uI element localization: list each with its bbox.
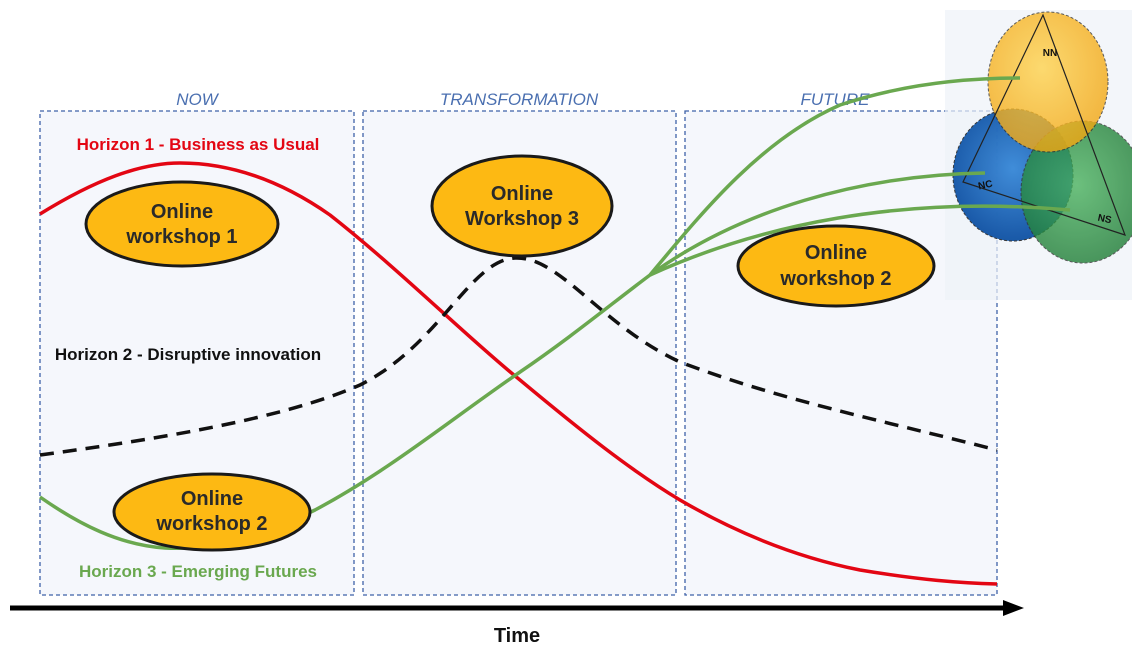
horizon-3-branch-nc <box>648 171 986 277</box>
workshop-2-future-line2: workshop 2 <box>779 268 891 290</box>
phase-title-now: NOW <box>176 90 220 109</box>
workshop-2-now-ellipse <box>112 472 312 552</box>
venn-label-nn: NN <box>1043 48 1057 59</box>
horizon-3-label: Horizon 3 - Emerging Futures <box>79 562 317 581</box>
workshop-3-line2: Workshop 3 <box>465 208 579 230</box>
horizon-2-curve <box>39 256 998 457</box>
horizon-3-branch-ns <box>649 204 1071 277</box>
workshop-3-ellipse <box>430 154 614 258</box>
venn-circle-ns <box>1020 120 1132 264</box>
phase-title-future: FUTURE <box>801 90 871 109</box>
workshop-1-line2: workshop 1 <box>125 226 237 248</box>
workshop-2-now-line1: Online <box>181 488 243 510</box>
horizon-1-curve <box>39 161 998 586</box>
workshop-2-future: Online workshop 2 <box>736 224 936 308</box>
horizon-1-label: Horizon 1 - Business as Usual <box>77 135 320 154</box>
workshop-3-line1: Online <box>491 183 553 205</box>
venn-diagram: NN NC NS <box>945 10 1132 300</box>
venn-label-nc: NC <box>977 179 993 193</box>
workshop-2-now-line2: workshop 2 <box>155 513 267 535</box>
venn-label-ns: NS <box>1097 213 1113 227</box>
time-axis-arrowhead <box>1003 600 1024 616</box>
venn-circle-nn <box>987 11 1109 153</box>
workshop-3: Online Workshop 3 <box>430 154 614 258</box>
workshop-2-future-line1: Online <box>805 242 867 264</box>
time-axis-label: Time <box>494 625 540 647</box>
workshop-1-ellipse <box>84 180 280 268</box>
horizon-2-label: Horizon 2 - Disruptive innovation <box>55 345 321 364</box>
workshop-1-line1: Online <box>151 201 213 223</box>
workshop-2-future-ellipse <box>736 224 936 308</box>
workshop-1: Online workshop 1 <box>84 180 280 268</box>
phase-title-transformation: TRANSFORMATION <box>440 90 599 109</box>
workshop-2-now: Online workshop 2 <box>112 472 312 552</box>
